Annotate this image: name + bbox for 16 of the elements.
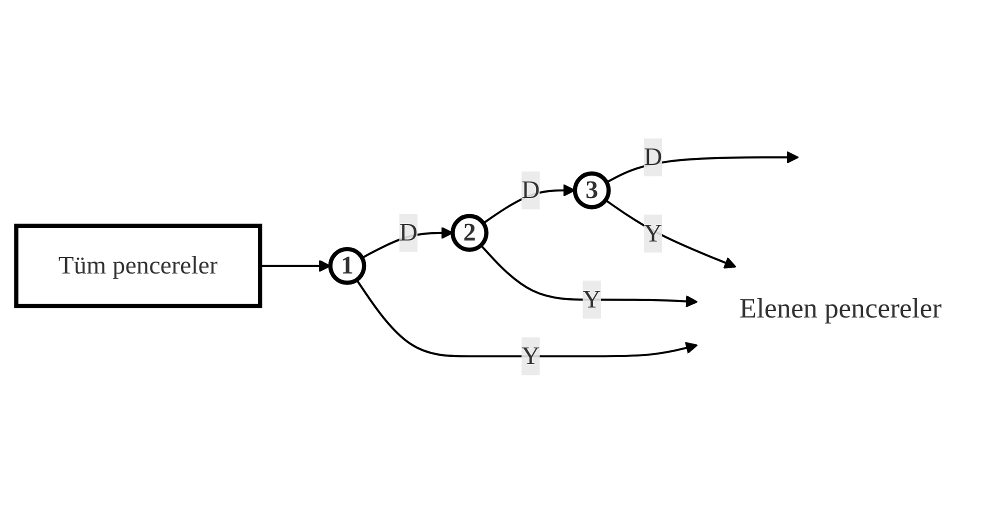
- arrow: [606, 151, 799, 184]
- node-text: Elenen pencereler: [739, 294, 942, 325]
- node-circle: 3: [572, 172, 611, 210]
- edge-label: D: [399, 218, 418, 247]
- node-circle: 1: [328, 247, 366, 286]
- edge-label: D: [522, 176, 540, 204]
- arrow: [605, 200, 736, 269]
- arrow: [260, 260, 331, 272]
- node-box: Tüm pencereler: [14, 224, 262, 308]
- node-circle: 2: [450, 214, 488, 252]
- arrow: [480, 244, 698, 308]
- edge-label: D: [644, 142, 662, 171]
- edge-label: Y: [582, 285, 601, 314]
- edge-label: Y: [522, 342, 540, 370]
- arrow: [356, 280, 698, 358]
- edge-label: Y: [644, 219, 662, 248]
